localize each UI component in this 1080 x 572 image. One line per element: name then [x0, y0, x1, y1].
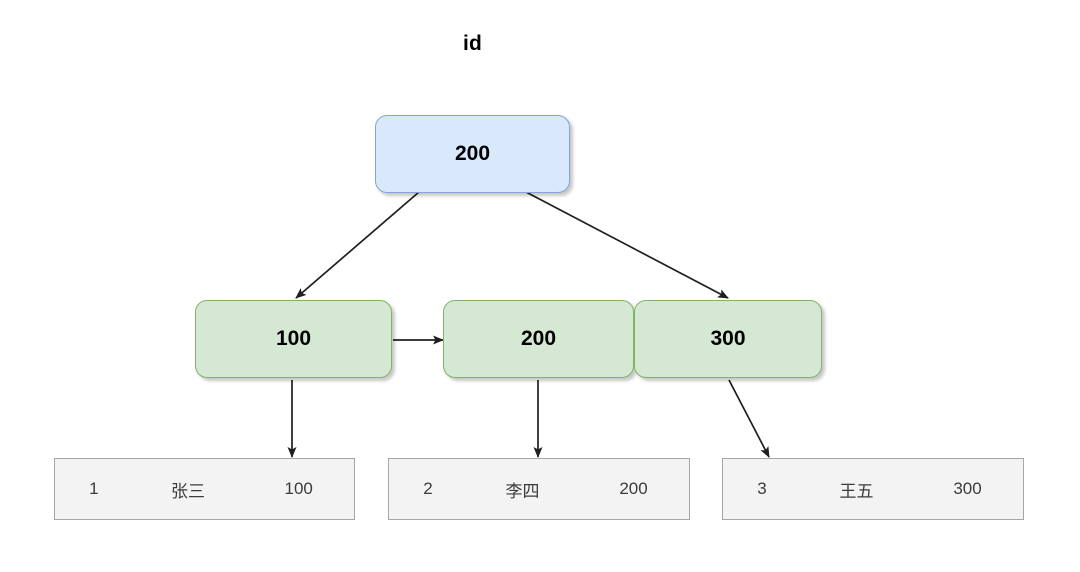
arrow-root-to-node100: [295, 191, 420, 299]
row-cell-id: 1: [89, 479, 99, 498]
row-cell-name: 张三: [171, 481, 206, 501]
tree-node-leaf-200[interactable]: 200: [443, 300, 634, 378]
tree-node-root[interactable]: 200: [375, 115, 570, 193]
row-cell-value: 300: [953, 479, 982, 498]
row-cell-value: 100: [284, 479, 313, 498]
tree-node-leaf-100[interactable]: 100: [195, 300, 392, 378]
tree-node-leaf-300[interactable]: 300: [634, 300, 822, 378]
row-cell-id: 2: [423, 479, 433, 498]
row-cell-id: 3: [757, 479, 767, 498]
arrow-node300-to-row3: [728, 379, 770, 458]
table-row[interactable]: 2 李四 200: [388, 458, 690, 520]
row-cell-name: 王五: [839, 481, 874, 501]
table-row[interactable]: 3 王五 300: [722, 458, 1024, 520]
row-cell-value: 200: [619, 479, 648, 498]
table-row[interactable]: 1 张三 100: [54, 458, 355, 520]
arrow-root-to-node300: [525, 191, 729, 299]
row-cell-name: 李四: [505, 481, 540, 501]
page-title: id: [462, 32, 483, 55]
